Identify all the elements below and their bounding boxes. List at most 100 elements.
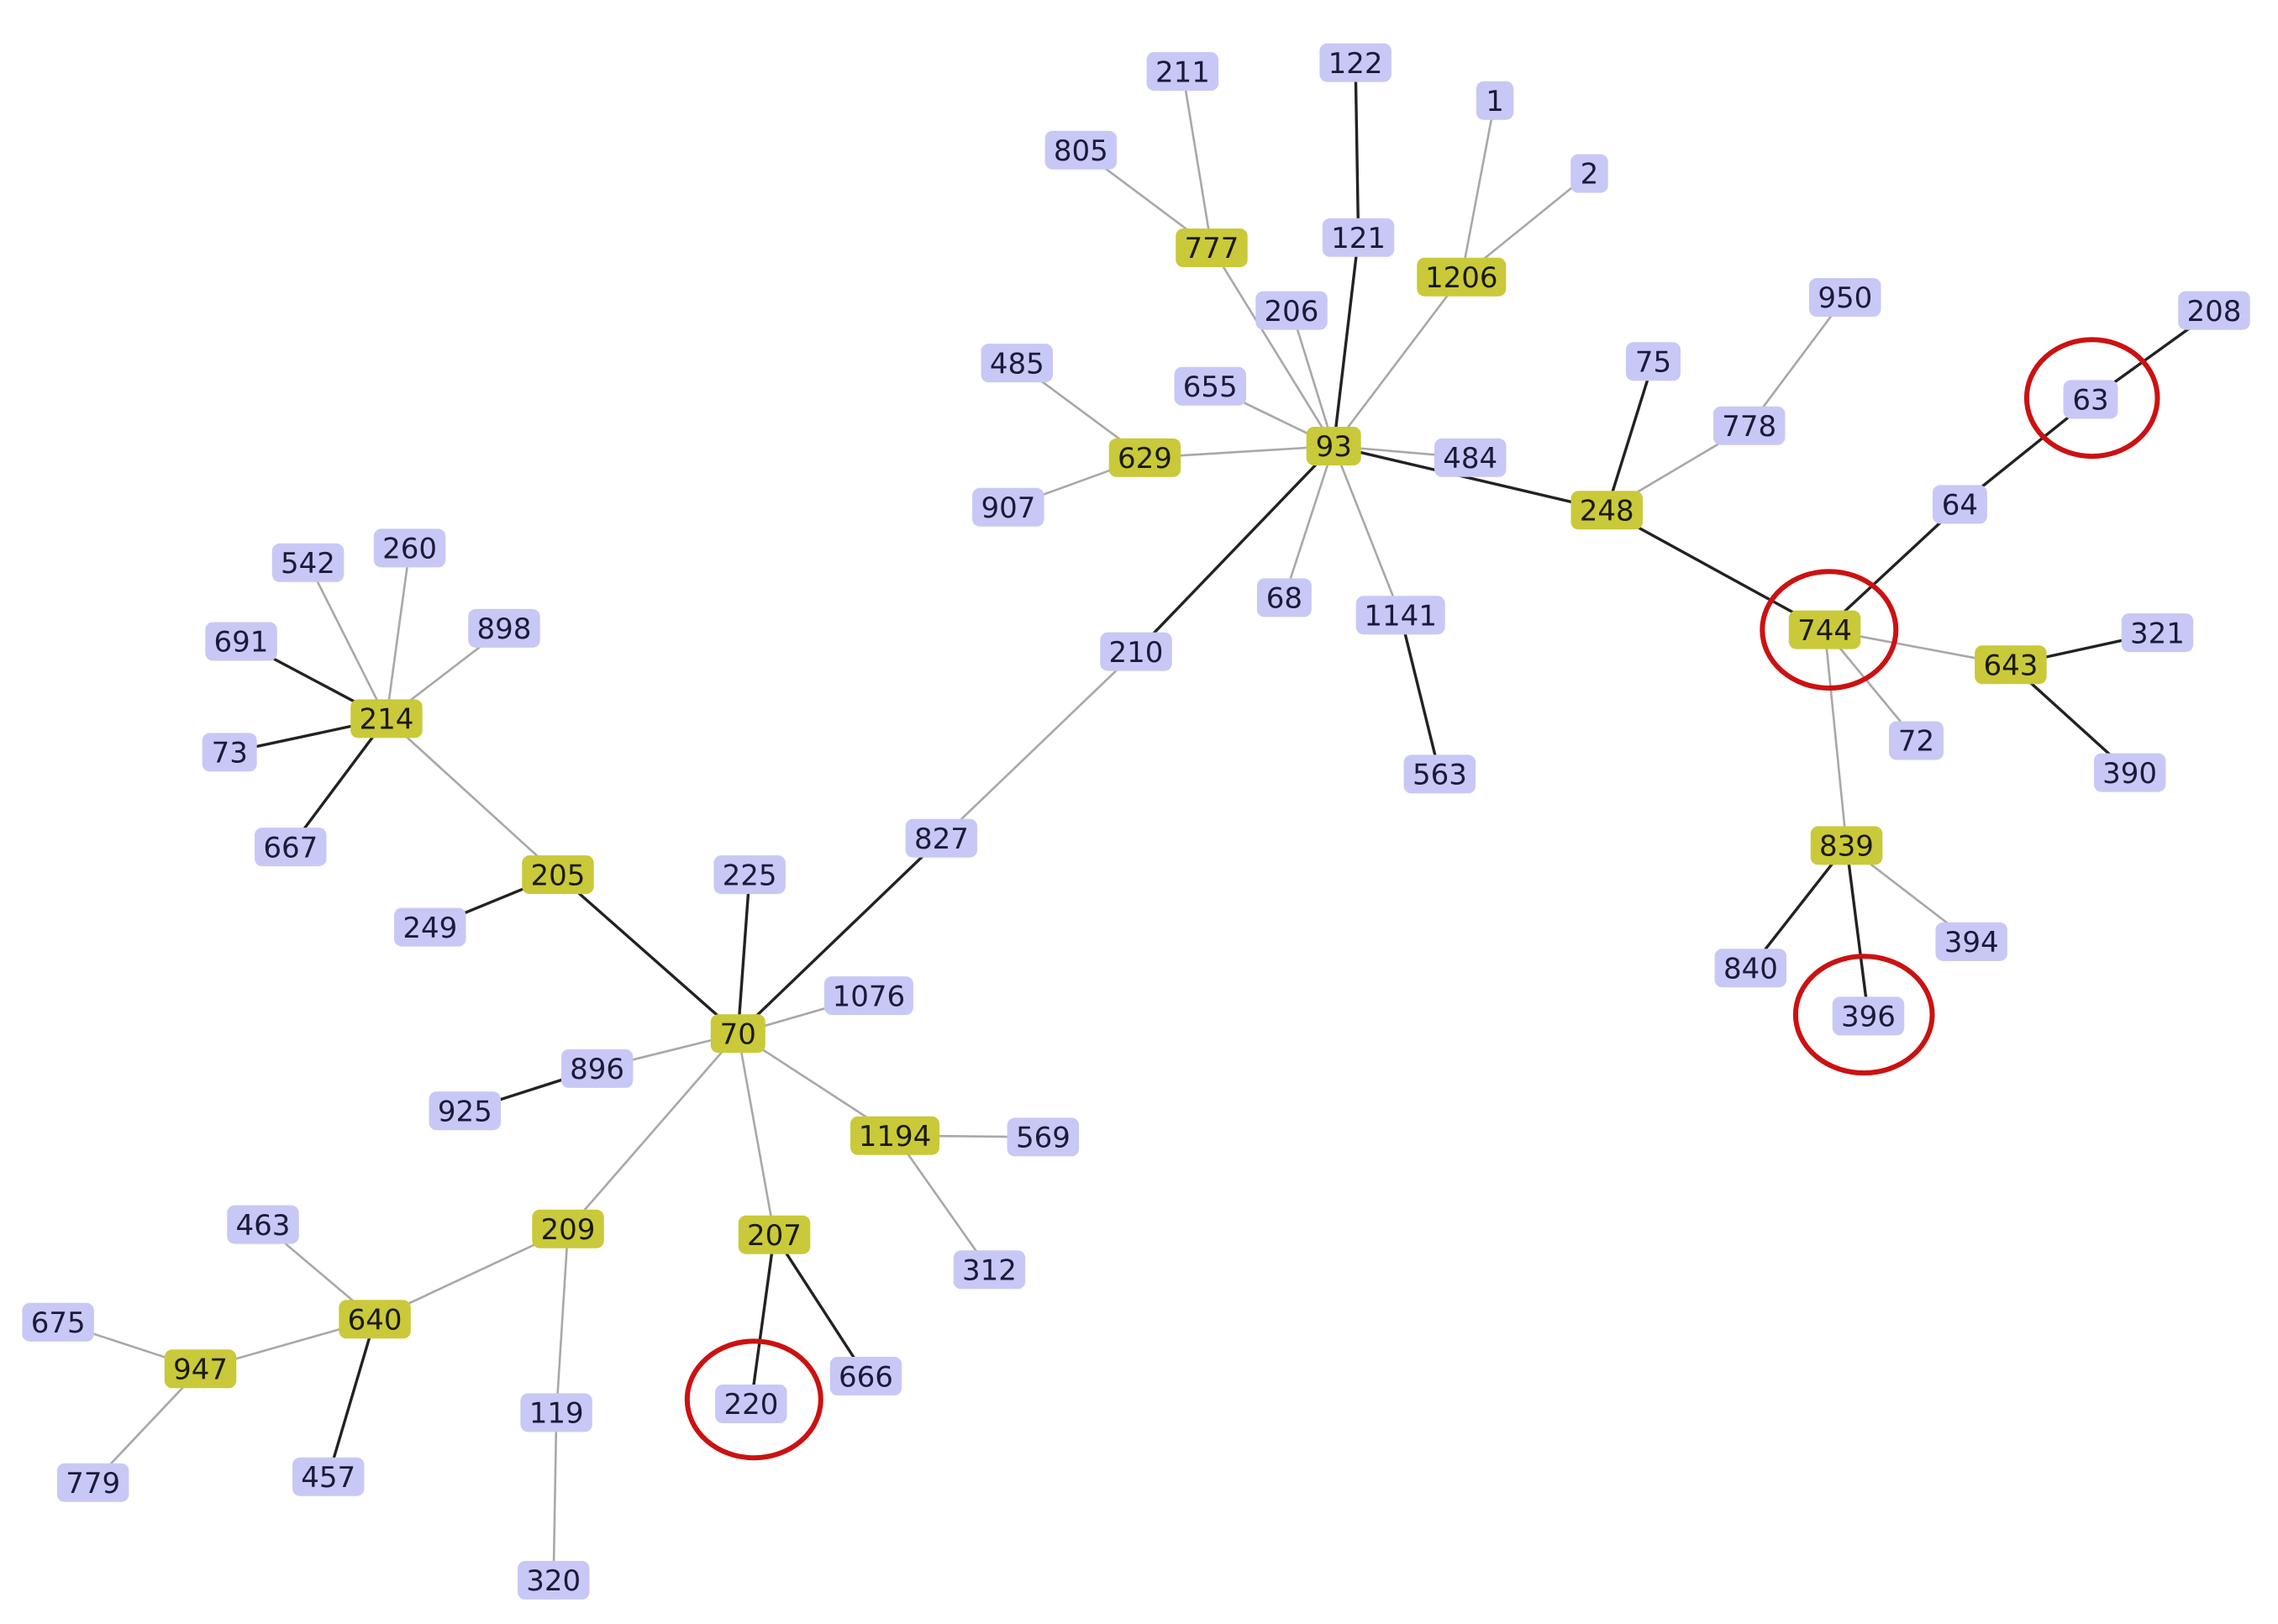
- node-label: 666: [839, 1360, 893, 1394]
- node-691: 691: [205, 622, 277, 661]
- node-label: 667: [263, 831, 318, 865]
- node-840: 840: [1714, 949, 1787, 988]
- node-label: 569: [1016, 1122, 1071, 1155]
- node-box: [560, 1049, 634, 1088]
- node-896: 896: [560, 1049, 634, 1088]
- node-box: [972, 487, 1044, 527]
- node-248: 248: [1570, 491, 1643, 530]
- node-box: [522, 855, 594, 895]
- node-box: [738, 1215, 811, 1254]
- node-box: [394, 907, 466, 947]
- node-label: 70: [720, 1018, 756, 1052]
- node-925: 925: [429, 1091, 501, 1131]
- node-box: [1809, 278, 1881, 317]
- edge-839-396: [1844, 844, 1870, 1018]
- node-box: [1935, 922, 2007, 961]
- node-box: [202, 733, 257, 772]
- node-1194: 1194: [850, 1116, 939, 1155]
- node-label: 93: [1316, 430, 1352, 464]
- edge-205-70: [556, 873, 739, 1035]
- node-label: 64: [1942, 489, 1978, 523]
- node-box: [227, 1205, 299, 1244]
- edge-93-210: [1134, 444, 1335, 654]
- node-label: 390: [2102, 757, 2157, 791]
- node-label: 1141: [1364, 600, 1437, 633]
- node-950: 950: [1809, 278, 1881, 317]
- node-label: 249: [402, 912, 457, 945]
- node-1206: 1206: [1417, 257, 1507, 297]
- edge-93-248: [1332, 444, 1608, 512]
- node-label: 321: [2130, 617, 2185, 650]
- node-209: 209: [532, 1209, 604, 1248]
- node-75: 75: [1626, 342, 1681, 381]
- node-321: 321: [2121, 613, 2194, 653]
- node-box: [1832, 996, 1905, 1036]
- node-1: 1: [1476, 81, 1514, 120]
- edge-667-214: [289, 717, 388, 849]
- node-box: [1306, 427, 1361, 465]
- node-208: 208: [2178, 291, 2250, 330]
- edge-744-839: [1823, 628, 1848, 847]
- edge-1141-563: [1398, 613, 1442, 776]
- node-label: 640: [348, 1304, 402, 1338]
- edge-777-93: [1210, 246, 1335, 448]
- node-778: 778: [1712, 406, 1786, 445]
- node-box: [1174, 366, 1246, 406]
- node-63: 63: [2063, 380, 2118, 419]
- edge-207-666: [772, 1232, 868, 1378]
- node-box: [905, 818, 978, 858]
- node-675: 675: [22, 1302, 94, 1342]
- node-box: [715, 1385, 787, 1423]
- node-119: 119: [520, 1393, 592, 1432]
- node-320: 320: [518, 1560, 590, 1600]
- node-box: [22, 1302, 94, 1342]
- node-box: [1434, 438, 1507, 477]
- edge-70-209: [566, 1032, 739, 1231]
- edge-93-68: [1283, 444, 1335, 599]
- edge-64-744: [1823, 502, 1962, 632]
- node-463: 463: [227, 1205, 299, 1244]
- node-box: [255, 828, 327, 867]
- node-label: 119: [529, 1397, 584, 1431]
- highlight-markers-layer: [684, 337, 2160, 1461]
- node-label: 210: [1109, 636, 1164, 670]
- node-label: 896: [570, 1053, 624, 1086]
- node-label: 827: [914, 823, 969, 856]
- node-label: 484: [1443, 442, 1497, 476]
- node-label: 1076: [833, 980, 906, 1013]
- node-label: 205: [530, 859, 585, 892]
- node-label: 208: [2186, 295, 2241, 328]
- node-box: [1714, 949, 1787, 988]
- edge-70-207: [736, 1032, 776, 1236]
- highlight-ring-396: [1792, 954, 1935, 1076]
- node-box: [2178, 291, 2250, 330]
- node-214: 214: [350, 699, 423, 738]
- node-label: 629: [1118, 442, 1172, 476]
- node-label: 207: [747, 1219, 802, 1253]
- node-225: 225: [713, 855, 786, 895]
- node-label: 457: [301, 1461, 355, 1495]
- node-207: 207: [738, 1215, 811, 1254]
- node-394: 394: [1935, 922, 2007, 961]
- node-249: 249: [394, 907, 466, 947]
- node-box: [1100, 632, 1172, 671]
- edge-210-827: [940, 650, 1138, 840]
- node-629: 629: [1108, 438, 1181, 477]
- node-box: [1108, 438, 1181, 477]
- node-label: 396: [1841, 1001, 1896, 1034]
- node-label: 68: [1266, 582, 1302, 616]
- highlight-ring-220: [684, 1338, 823, 1461]
- node-667: 667: [255, 828, 327, 867]
- node-805: 805: [1044, 130, 1118, 170]
- edge-207-220: [750, 1232, 776, 1406]
- node-box: [205, 622, 277, 661]
- node-box: [518, 1560, 590, 1600]
- node-655: 655: [1174, 366, 1246, 406]
- node-box: [532, 1209, 604, 1248]
- node-box: [1044, 130, 1118, 170]
- node-label: 643: [1983, 649, 2038, 683]
- node-label: 655: [1183, 371, 1238, 404]
